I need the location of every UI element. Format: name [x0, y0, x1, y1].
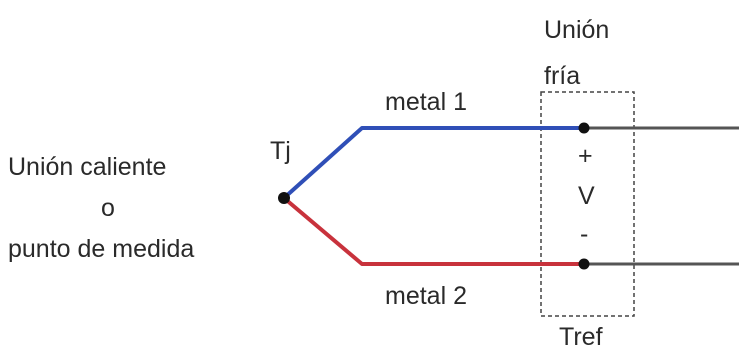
minus-sign: - — [580, 220, 588, 248]
hot-junction-label-line1: Unión caliente — [8, 153, 166, 181]
metal2-label: metal 2 — [385, 282, 467, 310]
plus-sign: + — [578, 142, 593, 170]
hot-junction-label-line2: o — [101, 194, 115, 222]
reference-junction-box — [540, 91, 635, 317]
voltage-label: V — [578, 182, 595, 210]
metal2-wire — [282, 196, 584, 266]
cold-junction-dot-bottom — [578, 258, 590, 270]
cold-junction-label-line2: fría — [544, 62, 580, 90]
metal1-label: metal 1 — [385, 88, 467, 116]
tref-label: Tref — [559, 323, 603, 351]
metal1-wire — [282, 126, 584, 200]
cold-junction-dot-top — [578, 122, 590, 134]
hot-junction-dot — [278, 192, 290, 204]
tj-label: Tj — [270, 137, 291, 165]
hot-junction-label-line3: punto de medida — [8, 235, 194, 263]
cold-junction-label-line1: Unión — [544, 16, 609, 44]
